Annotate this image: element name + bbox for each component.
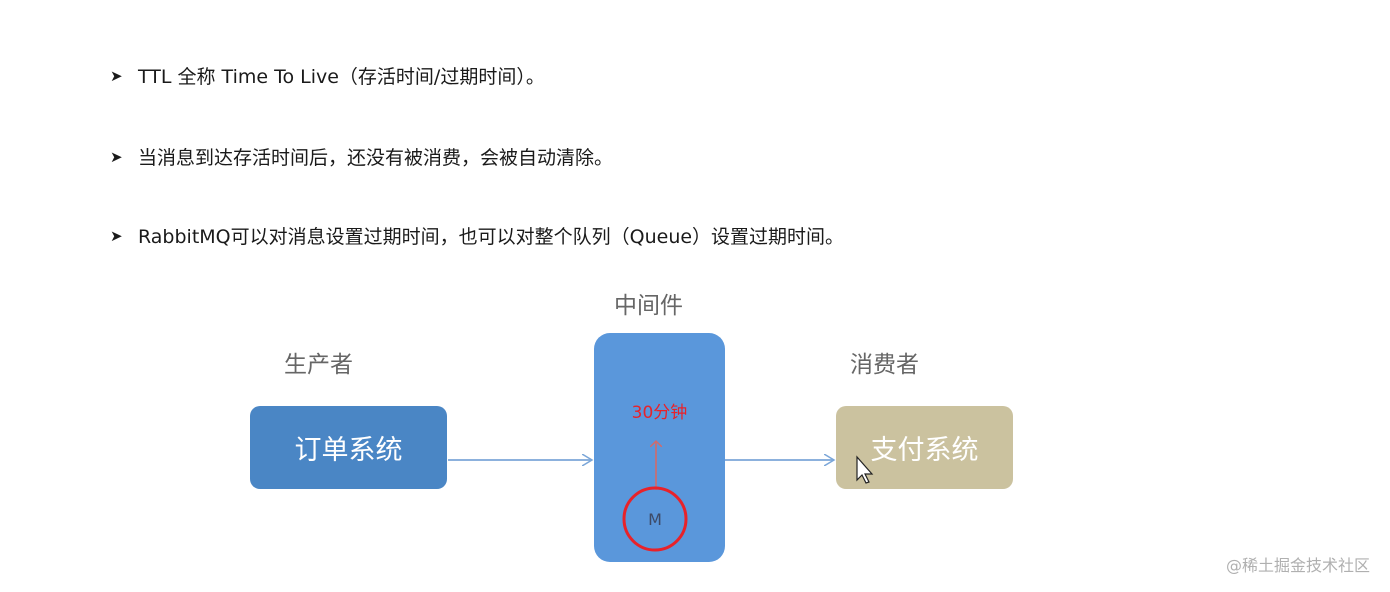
middleware-label: 中间件 [614,293,683,319]
bullet-item-3: ➤ RabbitMQ可以对消息设置过期时间，也可以对整个队列（Queue）设置过… [110,222,844,249]
consumer-box-text: 支付系统 [870,435,979,466]
bullet-item-1: ➤ TTL 全称 Time To Live（存活时间/过期时间）。 [110,62,545,89]
bullet-text: 当消息到达存活时间后，还没有被消费，会被自动清除。 [138,147,614,169]
consumer-label: 消费者 [850,352,919,378]
arrow-bullet-icon: ➤ [110,66,123,85]
watermark: @稀土掘金技术社区 [1225,556,1370,575]
message-label: M [648,510,662,529]
producer-label: 生产者 [284,352,353,378]
producer-box: 订单系统 [250,406,447,489]
ttl-label: 30分钟 [631,403,688,423]
mouse-cursor-icon [856,455,874,484]
message-circle [622,486,688,552]
arrow-bullet-icon: ➤ [110,226,123,245]
bullet-text: RabbitMQ可以对消息设置过期时间，也可以对整个队列（Queue）设置过期时… [138,226,845,248]
producer-box-text: 订单系统 [294,435,403,466]
middleware-box [594,333,725,562]
arrow-bullet-icon: ➤ [110,147,123,166]
bullet-item-2: ➤ 当消息到达存活时间后，还没有被消费，会被自动清除。 [110,143,613,170]
bullet-text: TTL 全称 Time To Live（存活时间/过期时间）。 [138,66,545,88]
